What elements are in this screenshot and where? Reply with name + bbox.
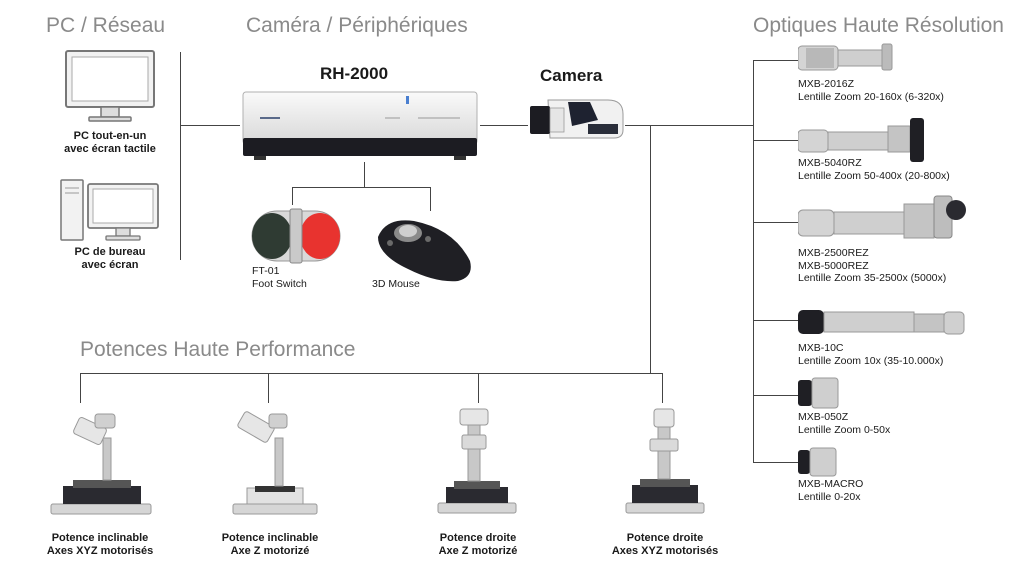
pc-bus-line [180,52,181,260]
lens-3-desc: Lentille Zoom 35-2500x (5000x) [798,272,947,284]
controller-unit-icon [240,88,480,164]
pc-all-in-one-line1: PC tout-en-un [73,130,147,142]
stand-straight-z-icon [432,405,522,517]
lens-1-model: MXB-2016Z [798,78,855,90]
lens-2-desc: Lentille Zoom 50-400x (20-800x) [798,169,950,182]
optic-6-line [753,462,798,463]
section-title-optics: Optiques Haute Résolution [753,14,1004,37]
lens-5-model: MXB-050Z [798,411,849,423]
section-title-stands: Potences Haute Performance [80,338,356,361]
desktop-pc-icon [58,178,162,244]
foot-switch-name: Foot Switch [252,277,307,290]
lens-3-label: MXB-2500REZ MXB-5000REZ Lentille Zoom 35… [798,247,946,285]
optic-4-line [753,320,798,321]
lens-6-label: MXB-MACRO Lentille 0-20x [798,478,863,503]
pc-all-in-one-line2: avec écran tactile [64,143,156,155]
lens-4-label: MXB-10C Lentille Zoom 10x (35-10.000x) [798,342,943,367]
footswitch-drop-line [292,187,293,205]
stand-straight-xyz-icon [620,405,710,517]
3d-mouse-label: 3D Mouse [372,278,420,291]
section-title-pc: PC / Réseau [46,14,166,37]
optic-5-line [753,395,798,396]
lens-1-label: MXB-2016Z Lentille Zoom 20-160x (6-320x) [798,78,944,103]
pc-desktop-line1: PC de bureau [74,246,146,258]
controller-title: RH-2000 [320,64,389,83]
lens-2-label: MXB-5040RZ Lentille Zoom 50-400x (20-800… [798,157,950,182]
camera-title: Camera [540,66,603,85]
3d-mouse-icon [372,211,476,287]
lens-mxb-2016z-icon [798,40,898,76]
stand-1-drop-line [80,373,81,403]
lens-6-desc: Lentille 0-20x [798,490,861,503]
lens-mxb-2500rez-icon [798,192,968,248]
stand-2-axes: Axe Z motorizé [230,545,310,557]
foot-switch-label: FT-01 Foot Switch [252,265,307,290]
stand-4-type: Potence droite [626,532,704,544]
lens-4-desc: Lentille Zoom 10x (35-10.000x) [798,354,944,367]
lens-1-desc: Lentille Zoom 20-160x (6-320x) [798,90,944,103]
section-title-camera-peripherals: Caméra / Périphériques [246,14,468,37]
stand-4-drop-line [662,373,663,403]
stand-3-type: Potence droite [439,532,517,544]
camera-to-stands-line [650,125,651,373]
controller-to-peripherals-line [364,162,365,187]
optic-3-line [753,222,798,223]
stand-3-drop-line [478,373,479,403]
foot-switch-icon [250,205,342,267]
mouse-drop-line [430,187,431,211]
pc-desktop-label: PC de bureau avec écran [32,246,188,272]
stand-2-drop-line [268,373,269,403]
lens-mxb-5040rz-icon [798,116,938,164]
stand-1-axes: Axes XYZ motorisés [46,545,154,557]
pc-desktop-line2: avec écran [81,259,139,271]
lens-3-model2: MXB-5000REZ [798,259,869,272]
camera-icon [528,94,628,142]
foot-switch-model: FT-01 [252,265,280,277]
lens-5-label: MXB-050Z Lentille Zoom 0-50x [798,411,890,436]
stand-3-label: Potence droite Axe Z motorizé [398,532,558,558]
pc-to-controller-line [180,125,240,126]
controller-to-camera-line [480,125,528,126]
lens-3-model: MXB-2500REZ [798,247,869,259]
camera-to-optics-line [625,125,753,126]
stand-2-label: Potence inclinable Axe Z motorizé [190,532,350,558]
peripherals-bus-line [292,187,430,188]
stand-4-axes: Axes XYZ motorisés [611,545,719,557]
pc-all-in-one-label: PC tout-en-un avec écran tactile [32,130,188,156]
lens-mxb-macro-icon [798,447,840,477]
optic-1-line [753,60,798,61]
stand-2-type: Potence inclinable [221,532,319,544]
stand-4-label: Potence droite Axes XYZ motorisés [590,532,740,558]
lens-mxb-050z-icon [798,376,842,410]
stand-1-type: Potence inclinable [51,532,149,544]
lens-4-model: MXB-10C [798,342,844,354]
stand-3-axes: Axe Z motorizé [438,545,518,557]
stands-bus-line [80,373,663,374]
stand-1-label: Potence inclinable Axes XYZ motorisés [20,532,180,558]
all-in-one-pc-icon [63,48,157,124]
optics-bus-line [753,60,754,462]
lens-2-model: MXB-5040RZ [798,157,862,169]
stand-tilting-z-icon [225,408,325,518]
lens-mxb-10c-icon [798,304,966,340]
stand-tilting-xyz-icon [45,408,155,518]
optic-2-line [753,140,798,141]
lens-5-desc: Lentille Zoom 0-50x [798,423,891,436]
lens-6-model: MXB-MACRO [798,478,864,490]
3d-mouse-name: 3D Mouse [372,278,420,290]
